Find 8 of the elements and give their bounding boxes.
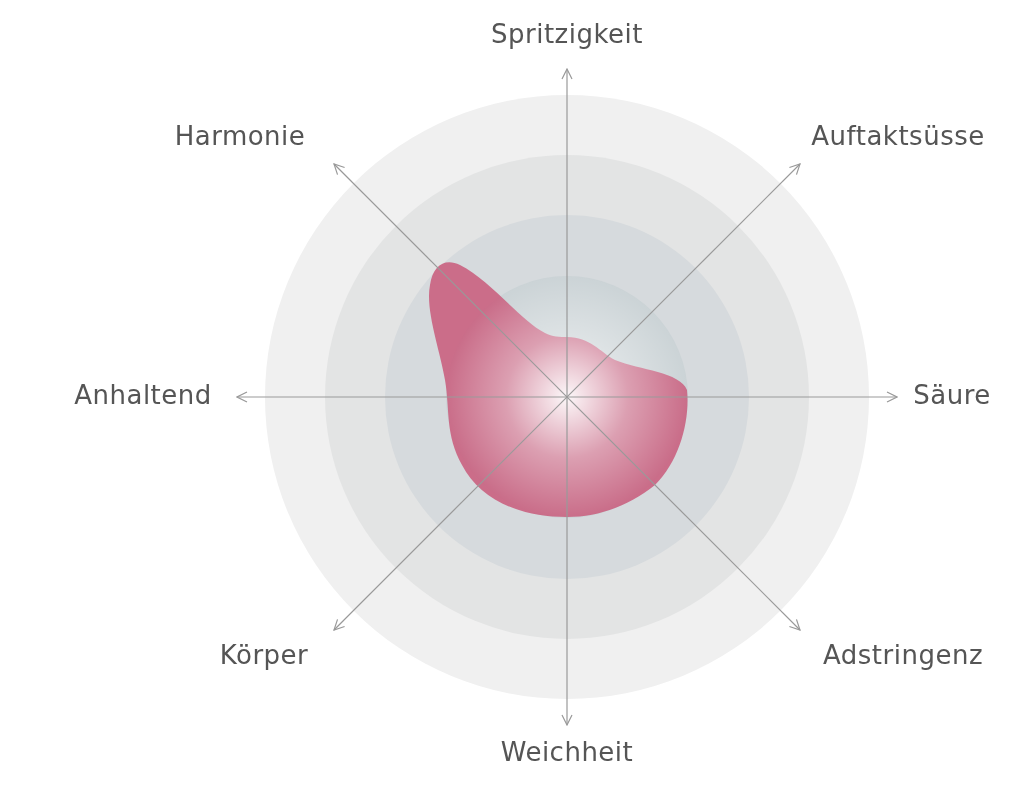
axis-label: Weichheit (500, 737, 634, 767)
axis-label: Körper (219, 640, 309, 670)
axis-label: Anhaltend (74, 380, 212, 410)
axis-label: Säure (913, 380, 991, 410)
axis-label: Spritzigkeit (491, 19, 643, 49)
axis-label: Auftaktsüsse (811, 121, 985, 151)
axis-label: Adstringenz (822, 640, 984, 670)
axis-label: Harmonie (174, 121, 306, 151)
